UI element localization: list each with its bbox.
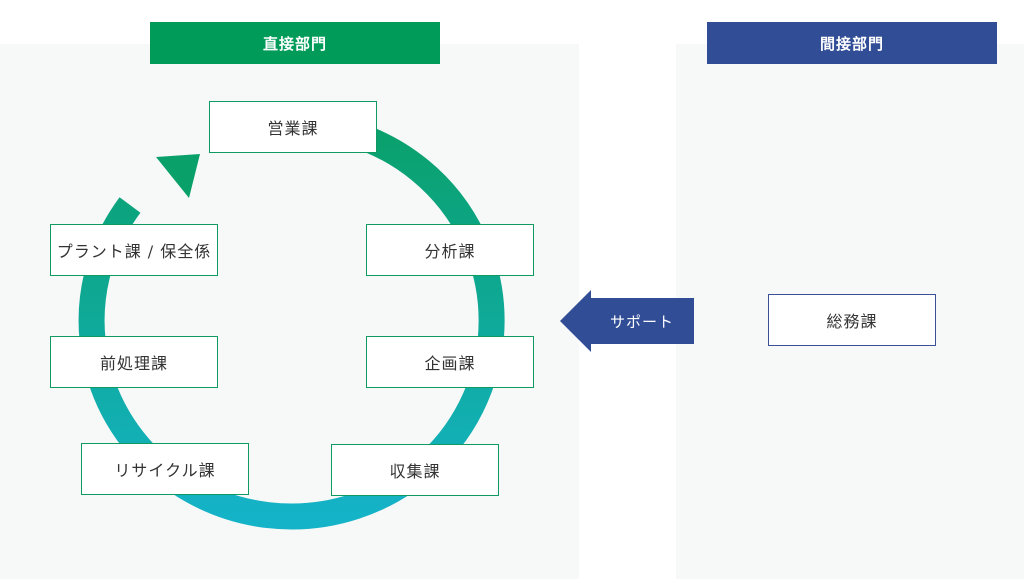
node-plant-maintenance: プラント課 / 保全係 [50,224,218,276]
indirect-department-header: 間接部門 [707,22,997,64]
node-recycle: リサイクル課 [81,443,249,495]
cycle-arrowhead-icon [156,154,200,198]
support-label: サポート [609,312,674,331]
node-sales: 営業課 [209,101,377,153]
node-preprocess: 前処理課 [50,336,218,388]
arrow-left-icon [560,290,694,352]
direct-department-header: 直接部門 [150,22,440,64]
node-planning: 企画課 [366,336,534,388]
support-arrow: サポート [560,290,694,352]
node-analysis: 分析課 [366,224,534,276]
node-collection: 収集課 [331,444,499,496]
node-general-affairs: 総務課 [768,294,936,346]
